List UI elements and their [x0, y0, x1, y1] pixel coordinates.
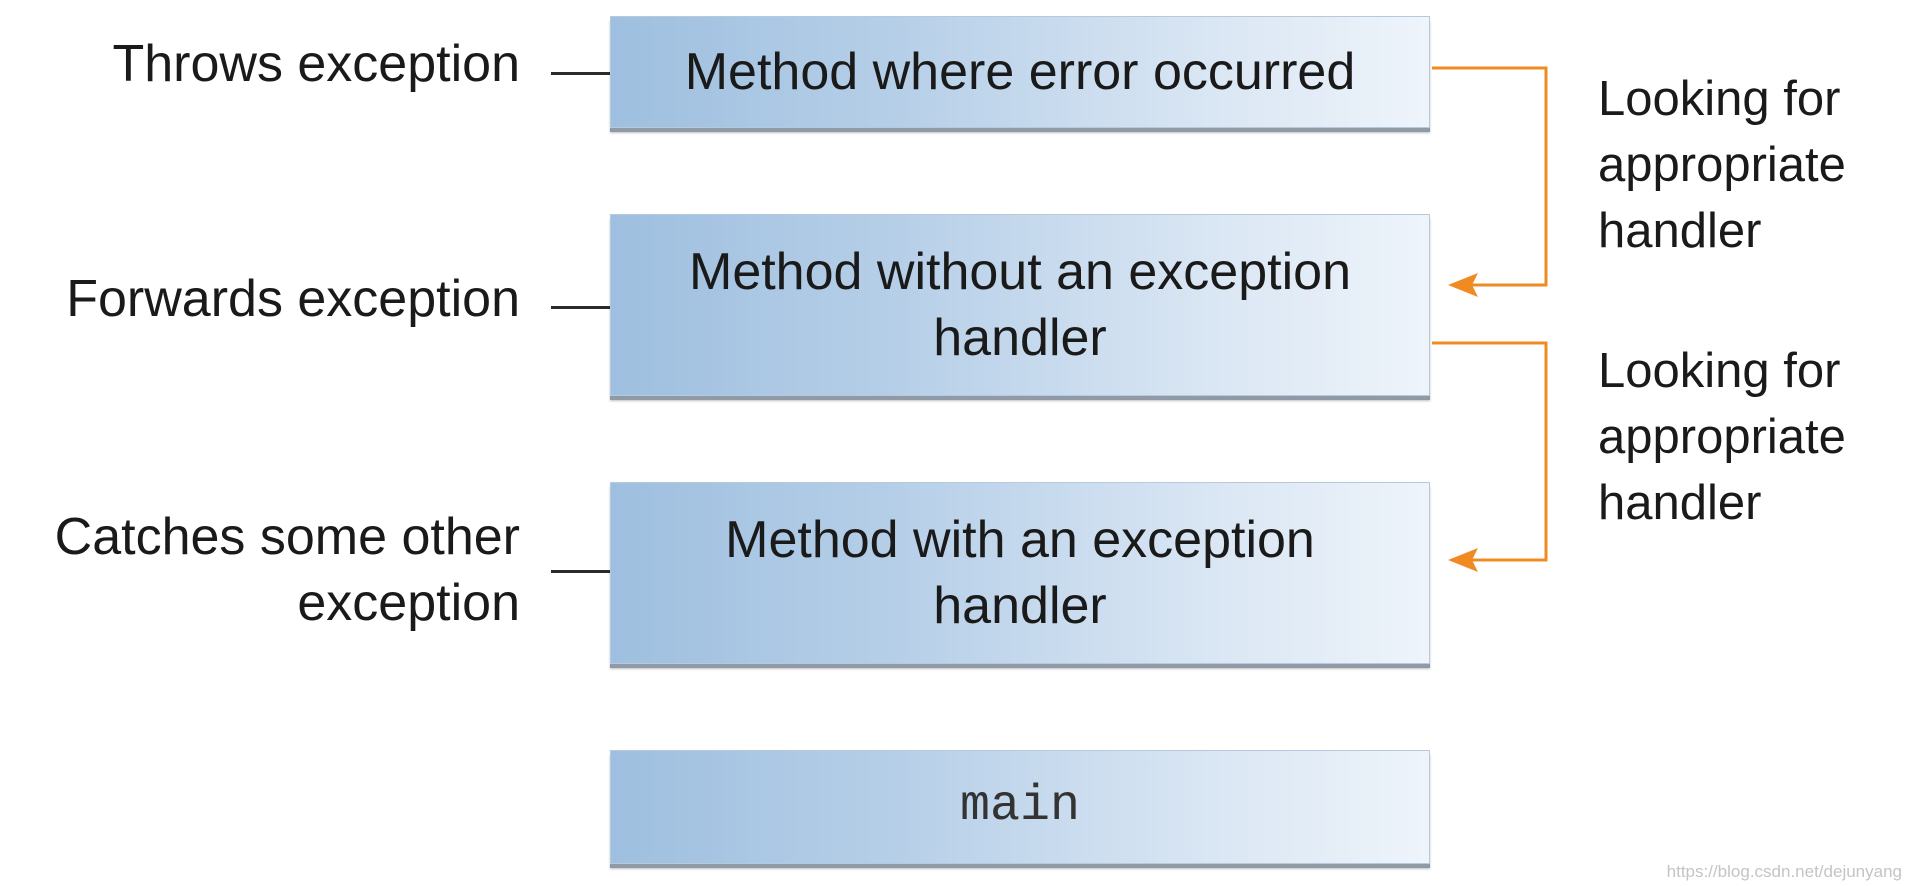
role-label-forwards: Forwards exception: [66, 270, 520, 328]
role-label-catches: Catches some other exception: [54, 508, 520, 632]
watermark-text: https://blog.csdn.net/dejunyang: [1666, 862, 1902, 881]
arrowhead-icon: [1448, 273, 1478, 297]
search-arrow-path-1: [1432, 66, 1548, 287]
stack-frame-label: Method without an exception handler: [689, 243, 1351, 367]
stack-frame-label: Method with an exception handler: [725, 511, 1315, 635]
search-arrow-path-2: [1432, 341, 1548, 562]
stack-frame-forwarding-method: Method without an exception handler: [610, 214, 1430, 396]
arrowhead-icon: [1448, 548, 1478, 572]
connector-line-catches: [551, 570, 610, 573]
stack-frame-error-method: Method where error occurred: [610, 16, 1430, 128]
stack-frame-main: main: [610, 750, 1430, 864]
stack-frame-label: main: [959, 778, 1081, 835]
stack-frame-label: Method where error occurred: [684, 43, 1356, 101]
connector-line-throws: [551, 72, 610, 75]
stack-frame-handler-method: Method with an exception handler: [610, 482, 1430, 664]
role-label-throws: Throws exception: [112, 35, 520, 93]
connector-line-forwards: [551, 306, 610, 309]
search-label-1: Looking for appropriate handler: [1598, 72, 1846, 258]
search-label-2: Looking for appropriate handler: [1598, 344, 1846, 530]
